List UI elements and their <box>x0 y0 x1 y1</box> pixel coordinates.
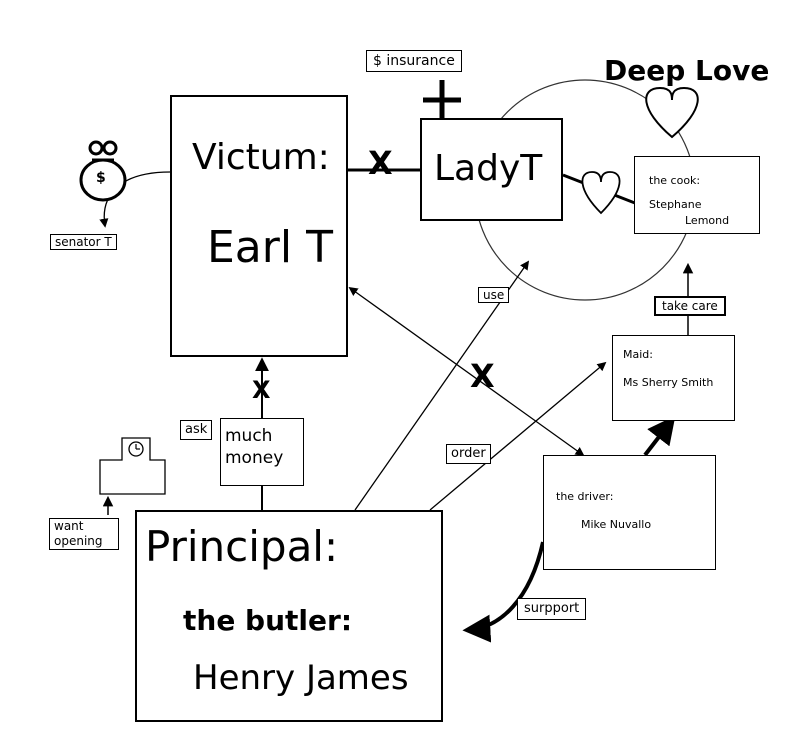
cross-marker-ask: X <box>252 376 271 404</box>
principal-role: the butler: <box>183 604 353 637</box>
principal-box: Principal: the butler: Henry James <box>135 510 443 722</box>
victim-driver-arrow <box>348 286 585 457</box>
maid-role: Maid: <box>623 348 653 361</box>
much-money-text: much money <box>225 426 284 468</box>
victim-name: Earl T <box>207 222 333 273</box>
lady-name: LadyT <box>434 148 543 189</box>
maid-name: Ms Sherry Smith <box>623 376 714 389</box>
small-heart-icon <box>581 171 621 215</box>
cook-box: the cook: Stephane Lemond <box>634 156 760 234</box>
cook-role: the cook: <box>649 174 701 187</box>
senator-tag: senator T <box>50 234 117 250</box>
principal-heading: Principal: <box>145 522 339 571</box>
money-bag-icon <box>79 140 127 202</box>
support-arrow <box>462 541 545 643</box>
much-money-box: much money <box>220 418 304 486</box>
cook-name-first: Stephane <box>649 198 702 211</box>
big-heart-icon <box>645 86 699 139</box>
diagram-title: Deep Love <box>604 54 770 87</box>
cook-name-last: Lemond <box>685 214 730 227</box>
victim-heading: Victum: <box>192 137 330 178</box>
support-tag: surpport <box>517 598 587 620</box>
ask-tag: ask <box>180 420 213 440</box>
money-bag-symbol: $ <box>96 170 106 186</box>
cross-marker-driver: X <box>470 357 495 395</box>
maid-box: Maid: Ms Sherry Smith <box>612 335 735 421</box>
principal-name: Henry James <box>193 658 409 698</box>
use-tag: use <box>478 287 510 303</box>
driver-role: the driver: <box>556 490 614 503</box>
take-care-tag: take care <box>654 296 726 316</box>
lady-box: LadyT <box>420 118 563 221</box>
want-opening-tag: want opening <box>49 518 119 550</box>
driver-maid-arrow <box>643 415 676 457</box>
driver-name: Mike Nuvallo <box>581 518 652 531</box>
victim-box: Victum: Earl T <box>170 95 348 357</box>
desk-clock-icon <box>99 437 166 495</box>
insurance-tag: $ insurance <box>366 50 462 72</box>
order-tag: order <box>446 444 491 464</box>
cross-marker-lady: X <box>368 144 393 182</box>
driver-box: the driver: Mike Nuvallo <box>543 455 716 570</box>
